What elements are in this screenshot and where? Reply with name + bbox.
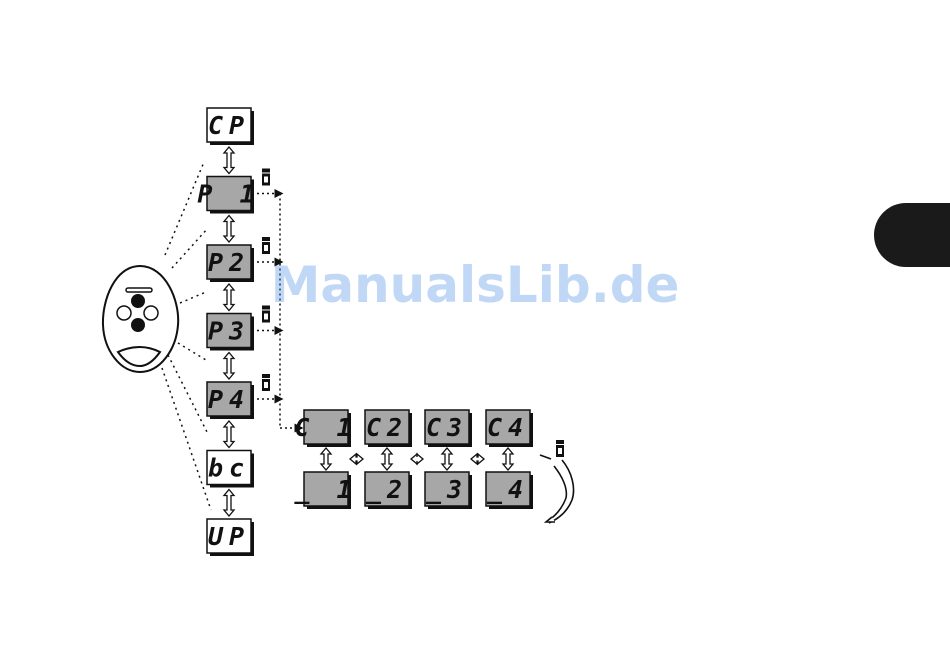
channel-dash1: _ 1 [294, 472, 357, 509]
push-button-icon-p3 [262, 306, 270, 323]
watermark-text: ManualsLib.de [271, 256, 680, 314]
channel-c1: C 1 [294, 410, 357, 447]
display-p3-label: P3 [208, 317, 250, 346]
display-cp-label: CP [208, 111, 250, 140]
display-up: UP [207, 519, 254, 556]
display-bc-label: bc [208, 454, 250, 483]
display-p1: P 1 [197, 177, 260, 214]
remote-button-bottom [131, 318, 145, 332]
channel-dash3: _3 [425, 472, 472, 509]
updown-arrow-cp [224, 147, 234, 174]
channel-dash1-label: _ 1 [294, 475, 357, 504]
channel-dash2-label: _2 [366, 475, 408, 504]
display-p4-label: P4 [208, 385, 250, 414]
display-cp: CP [207, 108, 254, 145]
channel-dash4: _4 [486, 472, 533, 509]
updown-arrow-c3 [442, 448, 452, 470]
display-up-label: UP [208, 522, 250, 551]
display-p2-label: P2 [208, 248, 250, 277]
updown-arrow-p2 [224, 284, 234, 311]
push-button-icon-rotate [556, 440, 564, 457]
push-button-icon-p2 [262, 237, 270, 254]
display-bc: bc [207, 451, 254, 488]
push-button-icon-p1 [262, 169, 270, 186]
updown-arrow-bc [224, 490, 234, 517]
display-p1-label: P 1 [197, 180, 260, 209]
updown-arrow-c1 [321, 448, 331, 470]
channel-c4: C4 [486, 410, 533, 447]
display-p3: P3 [207, 314, 254, 351]
remote-button-top [131, 294, 145, 308]
updown-arrow-c2 [382, 448, 392, 470]
updown-arrow-p3 [224, 353, 234, 380]
display-p4: P4 [207, 382, 254, 419]
channel-dash3-label: _3 [426, 475, 468, 504]
channel-c3: C3 [425, 410, 472, 447]
leftright-arrow-c3 [471, 454, 484, 464]
updown-arrow-p4 [224, 421, 234, 448]
channel-c2: C2 [365, 410, 412, 447]
channel-dash2: _2 [365, 472, 412, 509]
push-button-icon-p4 [262, 374, 270, 391]
channel-c4-label: C4 [487, 413, 529, 442]
updown-arrow-p1 [224, 216, 234, 243]
display-p2: P2 [207, 245, 254, 282]
leftright-arrow-c2 [411, 454, 423, 464]
channel-c3-label: C3 [426, 413, 468, 442]
remote-button-right [144, 306, 158, 320]
channel-c1-label: C 1 [294, 413, 357, 442]
updown-arrow-c4 [503, 448, 513, 470]
remote-control-icon [103, 266, 178, 372]
rotate-arrow-icon [540, 455, 574, 523]
leftright-arrow-c1 [350, 454, 363, 464]
channel-dash4-label: _4 [487, 475, 529, 504]
channel-c2-label: C2 [366, 413, 408, 442]
remote-button-left [117, 306, 131, 320]
